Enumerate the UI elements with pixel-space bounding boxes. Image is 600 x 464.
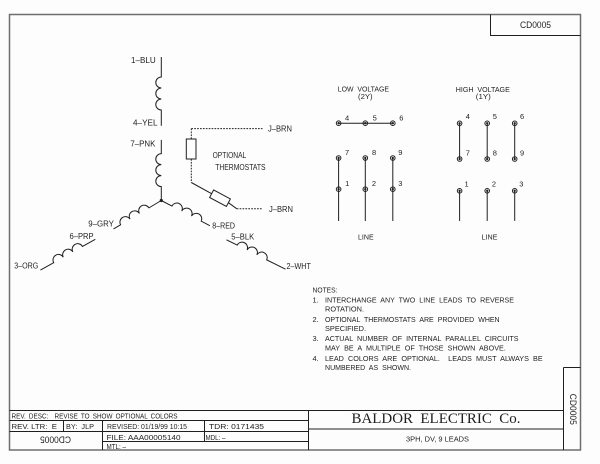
svg-text:REV. LTR: E: REV. LTR: E — [12, 424, 58, 431]
svg-text:HIGH VOLTAGE: HIGH VOLTAGE — [456, 85, 510, 94]
svg-text:5: 5 — [493, 112, 497, 121]
svg-text:THERMOSTATS: THERMOSTATS — [215, 163, 265, 172]
svg-text:8: 8 — [372, 148, 376, 157]
svg-text:NOTES:: NOTES: — [313, 285, 338, 294]
svg-text:LINE: LINE — [358, 232, 374, 241]
svg-text:6: 6 — [399, 113, 403, 122]
svg-text:1: 1 — [465, 180, 469, 189]
svg-text:NUMBERED AS SHOWN.: NUMBERED AS SHOWN. — [325, 363, 411, 372]
svg-text:3: 3 — [398, 179, 402, 188]
svg-text:MDL: –: MDL: – — [206, 435, 226, 442]
svg-text:REV. DESC: REVISE TO SHOW OPT: REV. DESC: REVISE TO SHOW OPTIONAL COLOR… — [12, 413, 178, 420]
svg-text:9–GRY: 9–GRY — [88, 220, 114, 229]
svg-text:7–PNK: 7–PNK — [130, 139, 156, 148]
svg-text:ACTUAL NUMBER OF INTERNAL PARA: ACTUAL NUMBER OF INTERNAL PARALLEL CIRCU… — [325, 334, 519, 343]
svg-text:8: 8 — [493, 149, 497, 158]
svg-text:REVISED: 01/19/99 10:15: REVISED: 01/19/99 10:15 — [107, 424, 187, 431]
svg-text:MTL: –: MTL: – — [107, 444, 127, 451]
svg-text:4: 4 — [345, 113, 349, 122]
svg-text:J–BRN: J–BRN — [269, 205, 293, 214]
svg-text:7: 7 — [466, 149, 470, 158]
svg-text:OPTIONAL: OPTIONAL — [213, 151, 247, 160]
svg-text:CD0005: CD0005 — [520, 20, 551, 31]
svg-text:1: 1 — [345, 179, 349, 188]
svg-text:INTERCHANGE ANY TWO LINE LEADS: INTERCHANGE ANY TWO LINE LEADS TO REVERS… — [325, 295, 514, 304]
svg-text:ROTATION.: ROTATION. — [325, 305, 364, 314]
svg-text:1.: 1. — [313, 295, 319, 304]
svg-text:6: 6 — [520, 112, 524, 121]
svg-text:FILE: AAA00005140: FILE: AAA00005140 — [107, 435, 181, 442]
svg-text:2: 2 — [492, 180, 496, 189]
svg-text:TDR: 0171435: TDR: 0171435 — [209, 424, 264, 431]
svg-text:3PH, DV, 9 LEADS: 3PH, DV, 9 LEADS — [406, 434, 469, 443]
svg-text:J–BRN: J–BRN — [268, 124, 292, 133]
svg-text:CD0005: CD0005 — [40, 434, 71, 445]
svg-text:(2Y): (2Y) — [358, 92, 373, 101]
svg-text:5–BLK: 5–BLK — [231, 233, 255, 242]
svg-text:2: 2 — [372, 179, 376, 188]
svg-text:1–BLU: 1–BLU — [131, 56, 156, 65]
svg-text:3: 3 — [519, 180, 523, 189]
svg-text:4.: 4. — [313, 354, 319, 363]
svg-text:OPTIONAL THERMOSTATS ARE PROVI: OPTIONAL THERMOSTATS ARE PROVIDED WHEN — [325, 315, 500, 324]
svg-text:SPECIFIED.: SPECIFIED. — [325, 324, 366, 333]
svg-text:LOW VOLTAGE: LOW VOLTAGE — [338, 85, 389, 94]
svg-text:9: 9 — [398, 148, 402, 157]
svg-text:4–YEL: 4–YEL — [133, 118, 158, 127]
svg-text:MAY BE A MULTIPLE OF THOSE SHO: MAY BE A MULTIPLE OF THOSE SHOWN ABOVE. — [325, 344, 506, 353]
svg-text:9: 9 — [520, 149, 524, 158]
svg-text:4: 4 — [466, 112, 470, 121]
svg-text:3.: 3. — [313, 334, 319, 343]
svg-text:CD0005: CD0005 — [567, 394, 578, 425]
svg-text:8–RED: 8–RED — [212, 221, 235, 230]
svg-text:2–WHT: 2–WHT — [287, 262, 311, 271]
svg-text:LINE: LINE — [482, 232, 498, 241]
svg-text:3–ORG: 3–ORG — [14, 261, 38, 270]
svg-text:(1Y): (1Y) — [476, 92, 492, 101]
svg-text:LEAD COLORS ARE OPTIONAL. LEA: LEAD COLORS ARE OPTIONAL. LEADS MUST ALW… — [325, 354, 543, 363]
svg-text:7: 7 — [345, 148, 349, 157]
svg-text:BALDOR ELECTRIC Co.: BALDOR ELECTRIC Co. — [352, 411, 521, 427]
svg-text:BY: JLP: BY: JLP — [66, 424, 94, 431]
svg-text:5: 5 — [373, 113, 377, 122]
svg-text:2.: 2. — [313, 315, 319, 324]
svg-text:6–PRP: 6–PRP — [70, 232, 94, 241]
